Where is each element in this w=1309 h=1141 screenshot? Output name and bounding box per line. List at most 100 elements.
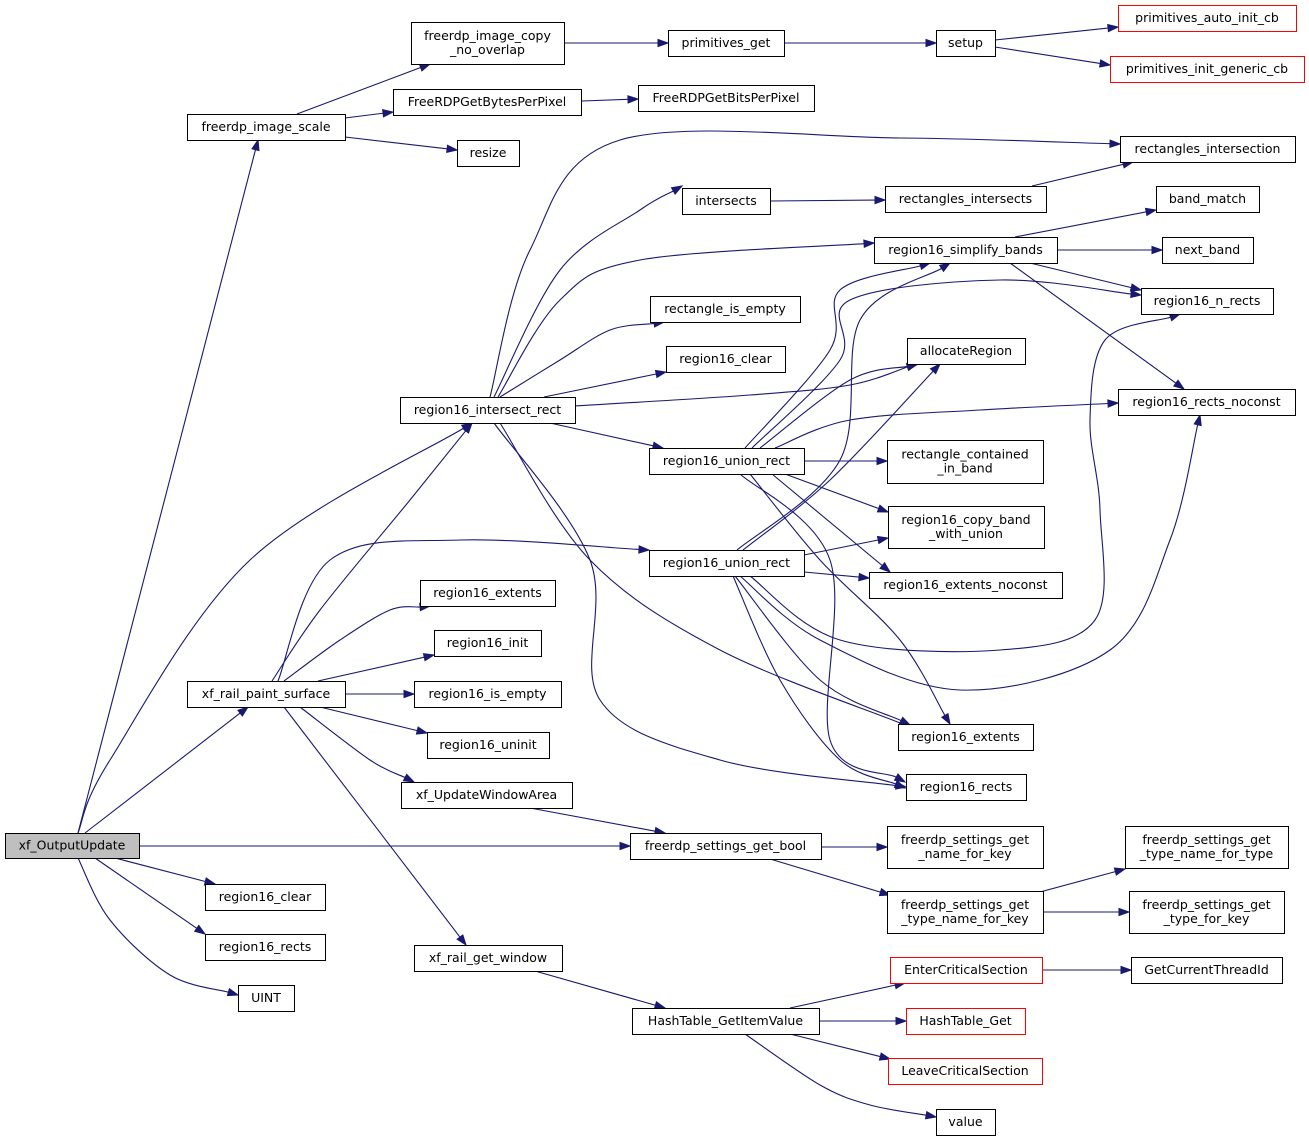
node-box xyxy=(682,188,771,215)
node-resize[interactable]: resize xyxy=(457,140,520,167)
node-region16-clear-a[interactable]: region16_clear xyxy=(666,346,786,373)
node-label: _type_name_for_key xyxy=(900,911,1029,926)
edge-region16-intersect-rect-to-region16-union-rect-a xyxy=(549,422,665,450)
node-label: freerdp_image_copy xyxy=(424,28,551,43)
node-box xyxy=(887,826,1044,869)
node-label: region16_extents xyxy=(911,729,1019,744)
node-next-band[interactable]: next_band xyxy=(1162,237,1254,264)
node-band-match[interactable]: band_match xyxy=(1156,186,1260,213)
node-xf-rail-paint-surface[interactable]: xf_rail_paint_surface xyxy=(187,681,346,708)
node-region16-union-rect-a[interactable]: region16_union_rect xyxy=(649,448,805,475)
node-box xyxy=(187,114,346,141)
node-region16-rects-a[interactable]: region16_rects xyxy=(906,774,1027,801)
edge-freerdp-image-scale-to-freerdpgetbytesperpixel xyxy=(344,109,395,119)
edge-xf-outputupdate-to-region16-clear-b xyxy=(114,857,217,886)
node-freerdp-settings-get-bool[interactable]: freerdp_settings_get_bool xyxy=(630,833,822,860)
edge-hashtable-getitemvalue-to-entercriticalsection xyxy=(789,981,907,1009)
node-rectangles-intersection[interactable]: rectangles_intersection xyxy=(1120,136,1296,163)
node-freerdp-settings-get-type-name-for-key[interactable]: freerdp_settings_get_type_name_for_key xyxy=(887,891,1044,934)
node-leavecriticalsection[interactable]: LeaveCriticalSection xyxy=(888,1058,1043,1085)
node-region16-n-rects[interactable]: region16_n_rects xyxy=(1141,288,1274,315)
node-box xyxy=(630,833,822,860)
node-xf-updatewindowarea[interactable]: xf_UpdateWindowArea xyxy=(401,782,573,809)
node-hashtable-getitemvalue[interactable]: HashTable_GetItemValue xyxy=(632,1008,820,1035)
node-label: region16_uninit xyxy=(439,737,536,752)
node-freerdp-image-scale[interactable]: freerdp_image_scale xyxy=(187,114,346,141)
edge-xf-outputupdate-to-freerdp-image-scale xyxy=(77,138,260,834)
node-uint[interactable]: UINT xyxy=(238,985,295,1012)
node-rectangle-contained-in-band[interactable]: rectangle_contained_in_band xyxy=(887,440,1044,484)
edge-xf-rail-paint-surface-to-xf-rail-get-window xyxy=(283,706,467,947)
node-box xyxy=(1110,56,1305,83)
node-region16-intersect-rect[interactable]: region16_intersect_rect xyxy=(400,397,576,424)
node-region16-extents-a[interactable]: region16_extents xyxy=(898,724,1034,751)
node-intersects[interactable]: intersects xyxy=(682,188,771,215)
node-label: EnterCriticalSection xyxy=(904,962,1028,977)
node-region16-extents-noconst[interactable]: region16_extents_noconst xyxy=(869,572,1063,599)
node-region16-union-rect-b[interactable]: region16_union_rect xyxy=(649,550,805,577)
node-xf-outputupdate[interactable]: xf_OutputUpdate xyxy=(5,833,140,859)
node-freerdp-settings-get-type-for-key[interactable]: freerdp_settings_get_type_for_key xyxy=(1129,891,1285,934)
edge-region16-union-rect-a-to-rectangle-contained-in-band xyxy=(804,456,889,466)
node-label: _type_name_for_type xyxy=(1139,846,1274,861)
node-region16-is-empty[interactable]: region16_is_empty xyxy=(414,681,562,708)
edge-region16-union-rect-a-to-region16-extents-noconst xyxy=(771,473,892,573)
node-freerdpgetbytesperpixel[interactable]: FreeRDPGetBytesPerPixel xyxy=(393,89,582,116)
node-label: xf_UpdateWindowArea xyxy=(416,787,557,802)
edge-region16-simplify-bands-to-next-band xyxy=(1057,245,1164,255)
node-region16-simplify-bands[interactable]: region16_simplify_bands xyxy=(874,237,1058,264)
node-box xyxy=(936,30,996,57)
node-region16-copy-band-with-union[interactable]: region16_copy_band_with_union xyxy=(888,506,1045,549)
node-label: rectangles_intersects xyxy=(899,191,1032,206)
node-box xyxy=(668,30,785,57)
edge-region16-union-rect-b-to-region16-copy-band-with-union xyxy=(803,535,890,556)
node-label: _name_for_key xyxy=(917,846,1012,861)
node-primitives-auto-init-cb[interactable]: primitives_auto_init_cb xyxy=(1118,5,1297,32)
node-freerdp-settings-get-type-name-for-type[interactable]: freerdp_settings_get_type_name_for_type xyxy=(1125,826,1289,869)
node-label: _with_union xyxy=(928,526,1003,541)
node-box xyxy=(1120,136,1296,163)
node-label: primitives_get xyxy=(682,35,771,50)
node-label: _in_band xyxy=(936,461,992,476)
node-box xyxy=(887,891,1044,934)
node-box xyxy=(898,724,1034,751)
node-label: UINT xyxy=(251,990,281,1005)
node-region16-rects-b[interactable]: region16_rects xyxy=(205,934,326,961)
node-entercriticalsection[interactable]: EnterCriticalSection xyxy=(890,957,1043,984)
node-primitives-get[interactable]: primitives_get xyxy=(668,30,785,57)
node-freerdp-image-copy-no-overlap[interactable]: freerdp_image_copy_no_overlap xyxy=(411,22,565,65)
node-label: region16_init xyxy=(447,635,529,650)
edge-freerdp-image-scale-to-resize xyxy=(344,136,459,154)
node-freerdp-settings-get-name-for-key[interactable]: freerdp_settings_get_name_for_key xyxy=(887,826,1044,869)
node-region16-extents-b[interactable]: region16_extents xyxy=(420,580,556,607)
edge-region16-union-rect-a-to-region16-rects-a xyxy=(739,473,907,783)
node-region16-rects-noconst[interactable]: region16_rects_noconst xyxy=(1118,389,1296,416)
edge-freerdpgetbytesperpixel-to-freerdpgetbitsperpixel xyxy=(581,95,640,104)
node-label: xf_OutputUpdate xyxy=(19,838,126,853)
edge-rectangles-intersects-to-rectangles-intersection xyxy=(1031,160,1135,187)
node-allocateregion[interactable]: allocateRegion xyxy=(907,338,1026,365)
node-region16-init[interactable]: region16_init xyxy=(434,630,542,657)
node-xf-rail-get-window[interactable]: xf_rail_get_window xyxy=(414,945,563,972)
node-region16-uninit[interactable]: region16_uninit xyxy=(427,732,550,759)
node-box xyxy=(411,22,565,65)
node-box xyxy=(936,1109,996,1136)
node-setup[interactable]: setup xyxy=(936,30,996,57)
node-label: region16_rects xyxy=(219,939,312,954)
node-box xyxy=(649,448,805,475)
node-freerdpgetbitsperpixel[interactable]: FreeRDPGetBitsPerPixel xyxy=(638,85,815,112)
node-label: setup xyxy=(948,35,983,50)
node-rectangle-is-empty[interactable]: rectangle_is_empty xyxy=(650,296,801,323)
node-rectangles-intersects[interactable]: rectangles_intersects xyxy=(885,186,1047,213)
node-box xyxy=(666,346,786,373)
node-getcurrentthreadid[interactable]: GetCurrentThreadId xyxy=(1131,957,1283,984)
node-label: region16_union_rect xyxy=(663,453,790,468)
edge-hashtable-getitemvalue-to-value xyxy=(744,1033,938,1120)
edge-setup-to-primitives-auto-init-cb xyxy=(994,23,1120,41)
edge-region16-intersect-rect-to-region16-simplify-bands xyxy=(497,239,876,398)
node-hashtable-get[interactable]: HashTable_Get xyxy=(906,1008,1026,1035)
node-region16-clear-b[interactable]: region16_clear xyxy=(205,884,326,911)
node-box xyxy=(869,572,1063,599)
node-primitives-init-generic-cb[interactable]: primitives_init_generic_cb xyxy=(1110,56,1305,83)
node-value[interactable]: value xyxy=(936,1109,996,1136)
